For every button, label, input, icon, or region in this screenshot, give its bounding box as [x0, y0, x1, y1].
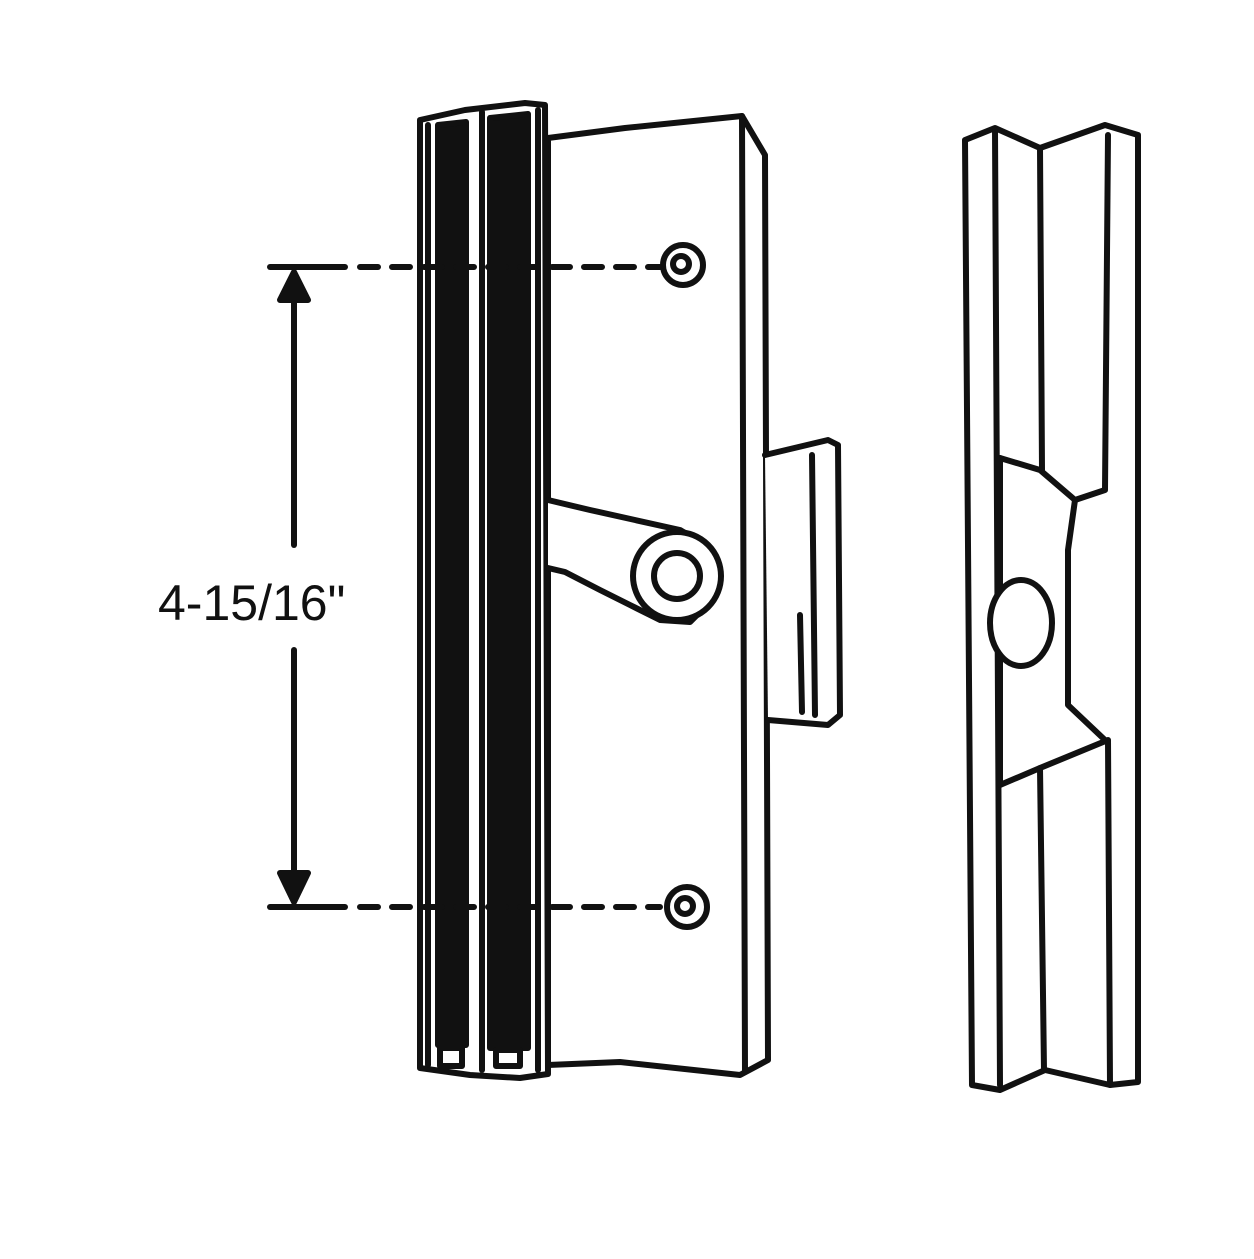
keeper	[962, 122, 1141, 1093]
rail-stripe-right	[487, 111, 531, 1051]
screw-hole-bottom	[664, 884, 710, 930]
lever-pivot-outer	[630, 529, 724, 623]
lever-pivot-inner	[651, 550, 703, 602]
screw-hole-top	[660, 242, 706, 288]
keeper-hole	[987, 577, 1055, 669]
dimension-label: 4-15/16"	[158, 575, 346, 631]
lock-mechanism	[417, 100, 843, 1081]
latch-hook	[762, 437, 843, 728]
arrow-down-icon	[277, 870, 311, 905]
arrow-up-icon	[277, 269, 311, 303]
rail-stripe-left	[435, 119, 469, 1048]
dimension-callout	[267, 264, 663, 910]
